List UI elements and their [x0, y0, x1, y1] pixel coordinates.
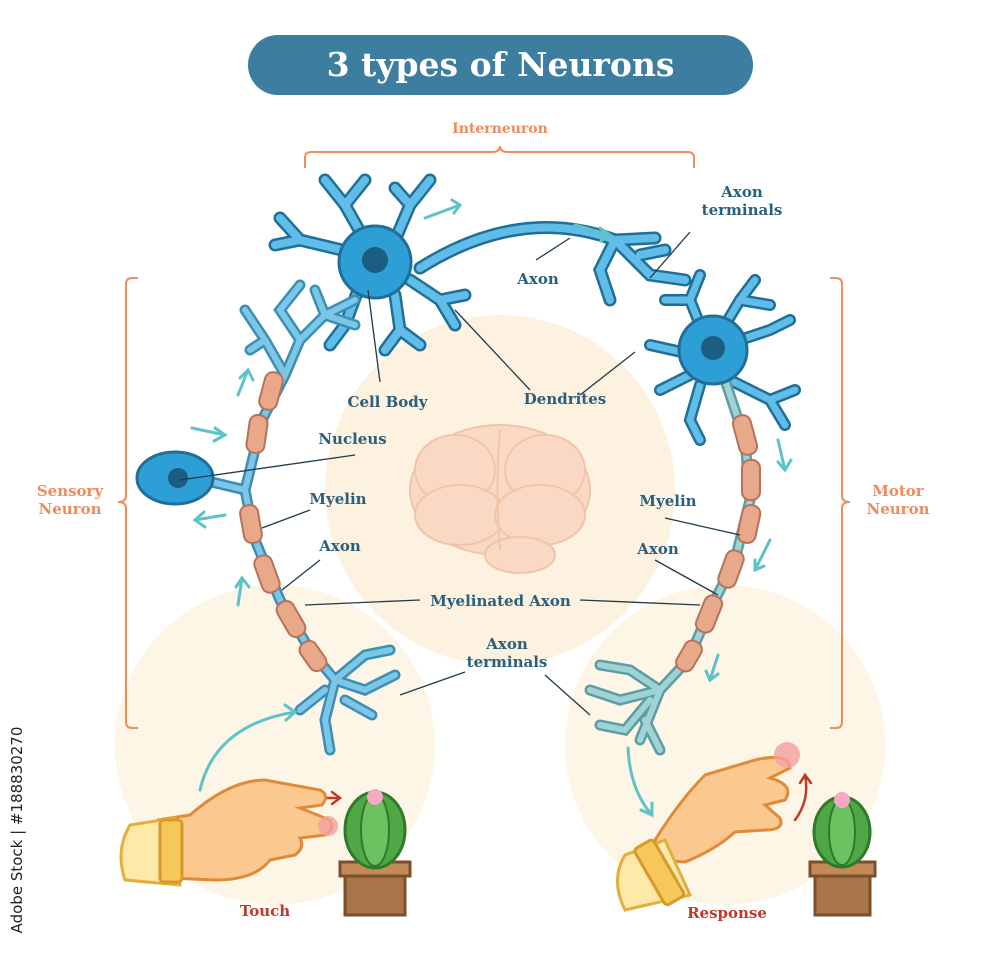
- dendrites-label: Dendrites: [523, 390, 607, 408]
- cell-body-label: Cell Body: [347, 393, 428, 411]
- interneuron: [268, 173, 692, 357]
- motor-neuron: [584, 269, 801, 756]
- myelinated-axon-label: Myelinated Axon: [430, 592, 571, 610]
- leader-lines: [179, 231, 741, 716]
- interneuron-bracket: [304, 145, 695, 168]
- axon-top-label: Axon: [517, 270, 559, 288]
- myelin-left-label: Myelin: [309, 490, 367, 508]
- axon-terminals-bottom-label: Axon terminals: [466, 635, 548, 671]
- cactus-left-icon: [338, 789, 412, 917]
- axon-terminals-top-label: Axon terminals: [701, 183, 783, 219]
- brain-icon: [409, 424, 591, 574]
- touch-hand: [119, 778, 338, 887]
- flow-arrows: [190, 198, 793, 818]
- response-hand: [616, 742, 800, 912]
- stock-id-label: Adobe Stock | #188830270: [8, 726, 26, 934]
- response-label: Response: [687, 904, 767, 922]
- cactus-right-icon: [808, 792, 877, 917]
- page-title: 3 types of Neurons: [326, 45, 675, 84]
- axon-right-label: Axon: [637, 540, 679, 558]
- sensory-bracket: [117, 277, 138, 729]
- interneuron-label: Interneuron: [452, 121, 548, 137]
- myelin-right-label: Myelin: [639, 492, 697, 510]
- motor-neuron-label: Motor Neuron: [866, 482, 930, 518]
- motor-bracket: [830, 277, 851, 729]
- axon-left-label: Axon: [319, 537, 361, 555]
- title-banner: [248, 35, 753, 95]
- nucleus-label: Nucleus: [318, 430, 387, 448]
- sensory-neuron-label: Sensory Neuron: [36, 482, 104, 518]
- touch-label: Touch: [239, 902, 291, 920]
- sensory-neuron: [135, 279, 401, 756]
